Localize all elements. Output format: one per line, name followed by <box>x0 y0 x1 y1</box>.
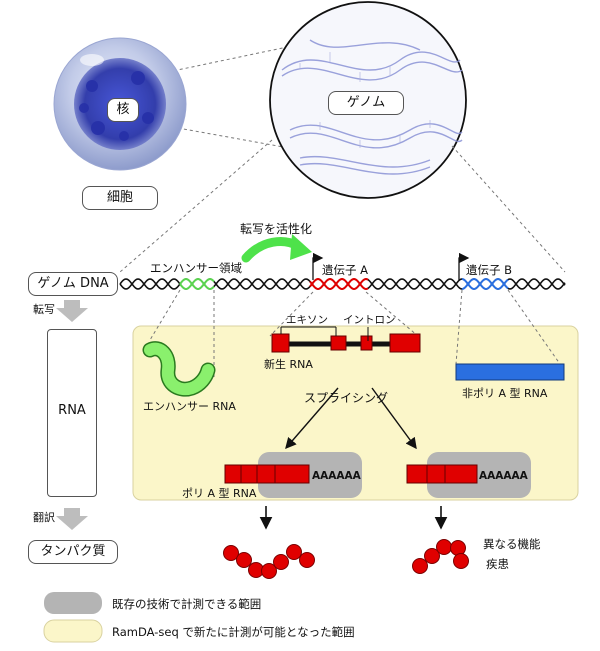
genome-to-dna-connector <box>119 139 566 273</box>
flow-arrow-transcription <box>56 300 88 322</box>
gene-a-label: 遺伝子 A <box>322 263 368 277</box>
protein-label: タンパク質 <box>28 540 118 564</box>
gene-a-promoter-arrow <box>312 252 324 280</box>
polya-tail-left: AAAAAA <box>312 470 362 482</box>
gene-b-promoter-arrow <box>458 252 470 280</box>
splicing-label: スプライシング <box>304 391 388 405</box>
different-function-label: 異なる機能 <box>483 537 541 551</box>
legend-swatch-existing <box>44 592 102 614</box>
nucleus-label: 核 <box>107 98 139 122</box>
splicing-arrows <box>285 387 417 450</box>
dna-to-panel-connectors <box>149 289 561 380</box>
cell-label: 細胞 <box>82 186 158 210</box>
cell-to-genome-connector <box>167 45 301 151</box>
legend-ramda-label: RamDA-seq で新たに計測が可能となった範囲 <box>112 625 355 639</box>
non-polya-rna-label: 非ポリ A 型 RNA <box>462 386 548 400</box>
nascent-rna-label: 新生 RNA <box>264 357 313 371</box>
flow-arrow-translation <box>56 508 88 530</box>
protein-chain-left <box>223 544 315 579</box>
legend-swatch-ramda <box>43 619 103 643</box>
non-polya-rna-bar <box>455 363 565 381</box>
polya-rna-right <box>406 464 478 484</box>
disease-label: 疾患 <box>486 557 509 571</box>
genome-dna-label: ゲノム DNA <box>28 272 118 296</box>
gene-b-label: 遺伝子 B <box>466 263 512 277</box>
polya-rna-label: ポリ A 型 RNA <box>182 486 257 500</box>
activation-label: 転写を活性化 <box>240 222 312 236</box>
exon-label: エキソン <box>286 314 328 326</box>
nascent-rna <box>271 333 421 353</box>
existing-range-left <box>258 452 362 498</box>
enhancer-rna-label: エンハンサー RNA <box>143 400 236 413</box>
intron-label: イントロン <box>343 314 396 326</box>
rna-label: RNA <box>47 329 97 497</box>
translation-label: 翻訳 <box>33 510 55 524</box>
polya-rna-left <box>224 464 310 484</box>
polya-tail-right: AAAAAA <box>479 470 529 482</box>
protein-chain-right <box>412 539 469 574</box>
dna-double-helix <box>119 277 566 291</box>
transcription-label: 転写 <box>33 303 55 316</box>
exon-pointer <box>280 326 337 336</box>
genome-label: ゲノム <box>328 91 404 115</box>
legend-existing-label: 既存の技術で計測できる範囲 <box>112 597 261 611</box>
enhancer-region-label: エンハンサー領域 <box>150 261 242 275</box>
existing-range-right <box>427 452 531 498</box>
activation-arrow <box>241 234 312 263</box>
translation-arrows <box>259 506 448 530</box>
